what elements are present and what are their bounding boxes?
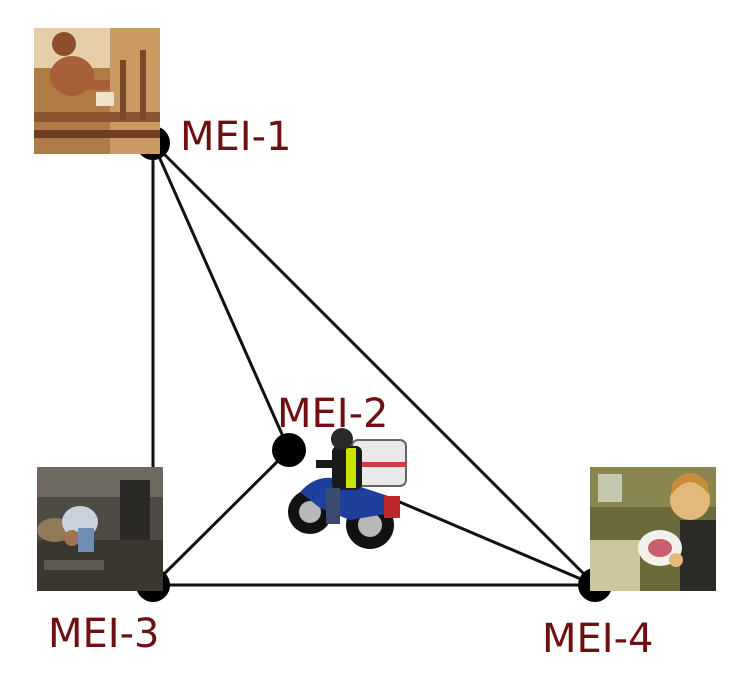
- motorcycle-courier-photo-icon: [288, 428, 407, 549]
- labels-layer: MEI-1 MEI-2 MEI-3 MEI-4: [48, 114, 653, 662]
- edge-mei1-mei2: [151, 142, 291, 451]
- edges-layer: [151, 141, 597, 587]
- digging-worker-photo-icon: [37, 467, 163, 591]
- carpenter-photo-icon: [34, 28, 160, 154]
- node-label-mei2: MEI-2: [277, 391, 388, 437]
- edge-mei2-mei4: [394, 498, 596, 587]
- edge-mei1-mei4: [151, 141, 597, 587]
- artisan-painting-plate-icon: [590, 467, 716, 591]
- edge-mei2-mei3: [151, 448, 291, 587]
- node-label-mei4: MEI-4: [542, 616, 653, 662]
- node-label-mei3: MEI-3: [48, 611, 159, 657]
- node-mei2: [272, 433, 306, 467]
- node-label-mei1: MEI-1: [180, 114, 291, 160]
